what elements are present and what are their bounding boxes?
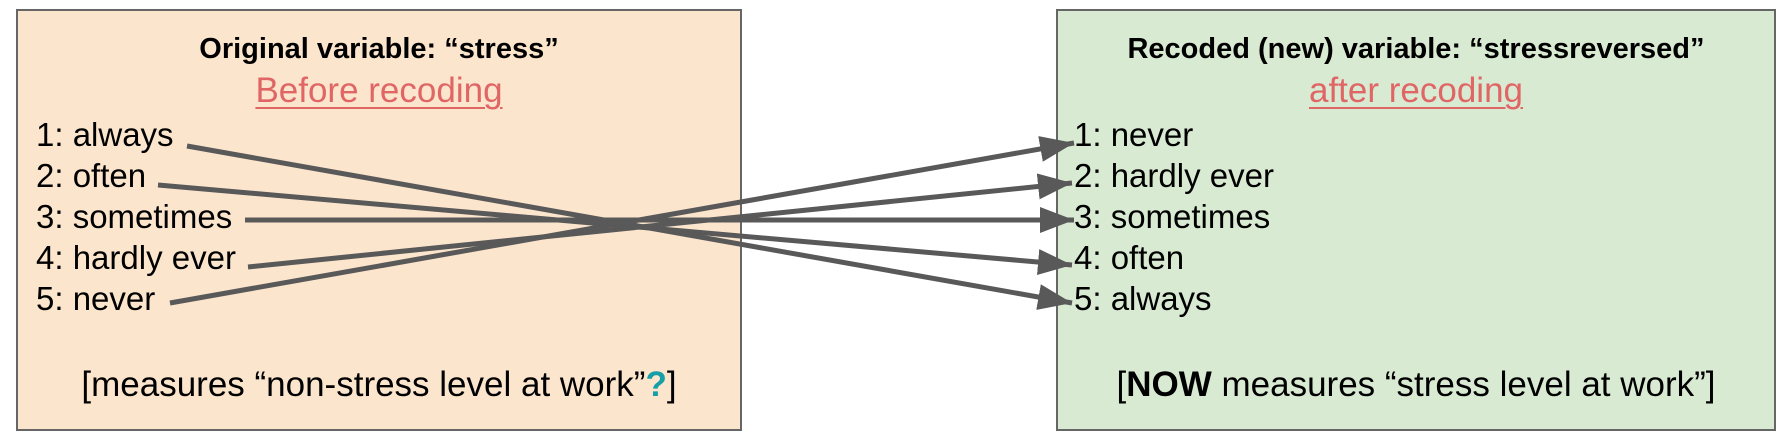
recoded-value-1: 1: never: [1074, 116, 1194, 153]
after-recoding-subtitle: after recoding: [1308, 71, 1524, 110]
original-variable-panel: Original variable: “stress” Before recod…: [16, 9, 742, 431]
recoded-measure-note: [NOW measures “stress level at work”]: [1058, 365, 1774, 405]
recoded-measure-open: [: [1116, 365, 1127, 404]
original-measure-text: [measures “non-stress level at work”: [81, 365, 646, 404]
recoded-value-5: 5: always: [1074, 280, 1212, 317]
recoded-value-3: 3: sometimes: [1074, 198, 1271, 235]
original-measure-note: [measures “non-stress level at work”?]: [18, 365, 740, 405]
original-value-3: 3: sometimes: [36, 198, 233, 235]
now-emphasis: NOW: [1126, 365, 1212, 404]
recoded-value-list: 1: never 2: hardly ever 3: sometimes 4: …: [1074, 114, 1274, 319]
recoded-variable-title: Recoded (new) variable: “stressreversed”: [1127, 33, 1705, 65]
recoded-measure-text: measures “stress level at work”]: [1211, 365, 1716, 404]
original-value-4: 4: hardly ever: [36, 239, 236, 276]
question-mark: ?: [645, 365, 667, 404]
recoded-value-2: 2: hardly ever: [1074, 157, 1274, 194]
original-variable-title: Original variable: “stress”: [199, 33, 559, 65]
original-measure-close: ]: [666, 365, 677, 404]
before-recoding-subtitle: Before recoding: [255, 71, 503, 110]
recoded-value-4: 4: often: [1074, 239, 1185, 276]
original-value-2: 2: often: [36, 157, 147, 194]
recoded-variable-panel: Recoded (new) variable: “stressreversed”…: [1056, 9, 1776, 431]
original-value-5: 5: never: [36, 280, 156, 317]
original-value-1: 1: always: [36, 116, 174, 153]
original-value-list: 1: always 2: often 3: sometimes 4: hardl…: [36, 114, 236, 319]
